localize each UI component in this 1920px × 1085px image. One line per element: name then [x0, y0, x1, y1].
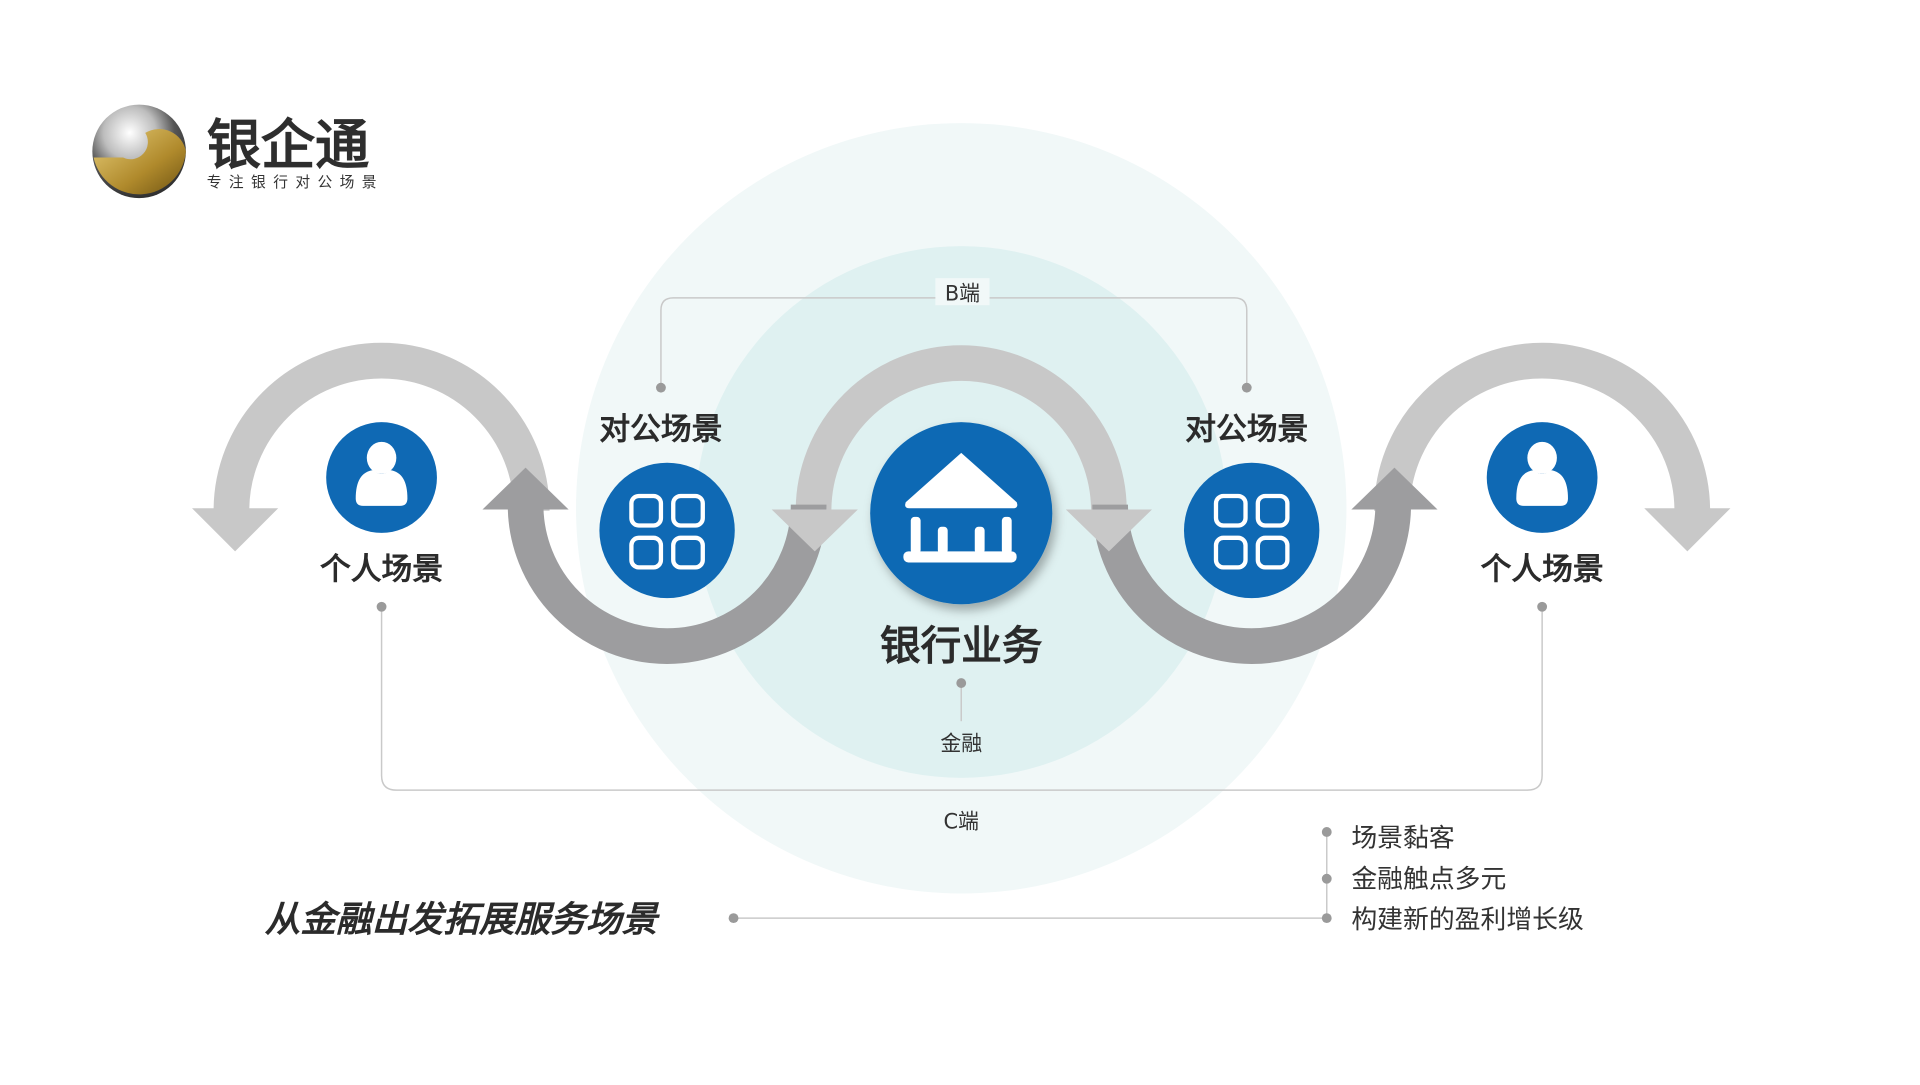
center-label: 银行业务	[880, 622, 1043, 670]
dot	[656, 382, 666, 393]
arrowhead-down-left	[192, 508, 279, 552]
arrowhead-up-left	[482, 467, 569, 510]
logo-subtitle: 专注银行对公场景	[207, 174, 384, 191]
finance-label: 金融	[940, 732, 982, 756]
apps-grid-icon	[1213, 493, 1290, 570]
person-icon	[355, 441, 408, 506]
dot	[1321, 827, 1332, 837]
arrow-arc-left	[213, 342, 550, 511]
benefit-item: 构建新的盈利增长级	[1351, 905, 1583, 935]
personal-label-left: 个人场景	[320, 552, 443, 588]
benefit-item: 金融触点多元	[1351, 864, 1506, 894]
b-side-label: B端	[945, 281, 980, 305]
dot	[1537, 601, 1548, 612]
personal-label-right: 个人场景	[1481, 552, 1604, 588]
dot	[728, 913, 739, 924]
benefit-item: 场景黏客	[1351, 824, 1454, 854]
corporate-label-left: 对公场景	[599, 411, 722, 447]
dot	[1321, 873, 1332, 884]
arrowhead-down-right	[1644, 508, 1731, 552]
corporate-node-left	[599, 462, 735, 599]
arrow-arc-right	[1374, 342, 1711, 511]
dot	[1241, 382, 1252, 393]
light-arrows	[213, 342, 1711, 511]
logo: 银企通 专注银行对公场景	[92, 104, 384, 199]
arrowhead-up-right	[1351, 467, 1438, 510]
bank-icon	[903, 452, 1018, 563]
apps-grid-icon	[629, 493, 705, 570]
headline: 从金融出发拓展服务场景	[265, 900, 661, 941]
arrow-arc-center	[795, 345, 1127, 511]
arrow-arc-lower-left	[507, 504, 827, 664]
c-side-connector	[380, 606, 1543, 791]
corporate-node-right	[1183, 462, 1320, 599]
logo-title: 银企通	[207, 114, 369, 177]
personal-node-left	[326, 422, 437, 533]
bank-node	[870, 422, 1053, 605]
arrow-arc-lower-right	[1092, 504, 1412, 664]
corporate-label-right: 对公场景	[1185, 411, 1308, 447]
arrowhead-down-center-left	[771, 509, 858, 552]
dot	[376, 601, 387, 612]
logo-gold-swirl	[93, 129, 186, 195]
c-side-label: C端	[943, 809, 979, 833]
personal-node-right	[1486, 422, 1598, 533]
dot	[1321, 913, 1332, 924]
person-icon	[1516, 441, 1568, 506]
dot	[956, 678, 967, 688]
arrowhead-down-center-right	[1065, 509, 1152, 552]
